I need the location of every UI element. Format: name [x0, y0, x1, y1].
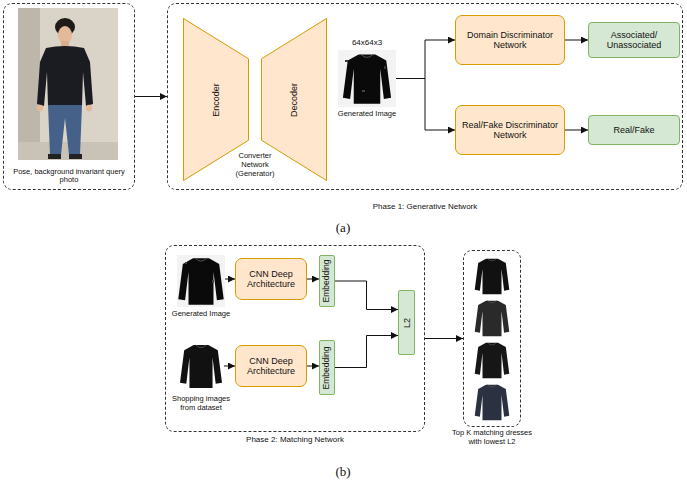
image-noise	[185, 262, 187, 264]
node-label: Real/Fake	[593, 125, 675, 135]
arrow-connector	[135, 96, 167, 97]
result-shirt	[475, 385, 510, 420]
generated-jacket	[343, 54, 391, 103]
node-label: Embedding	[322, 259, 332, 302]
image-noise	[212, 280, 214, 283]
caption-text: Phase 2: Matching Network	[185, 435, 405, 444]
discriminator-box: Real/Fake Discriminator Network	[455, 105, 565, 155]
embedding-bar: Embedding	[319, 255, 335, 307]
result-shirt	[475, 343, 510, 378]
generated-jacket	[178, 258, 223, 305]
person-sweater	[37, 46, 93, 106]
result-shirt	[475, 259, 510, 294]
generated-image-picture	[338, 50, 396, 107]
person-jeans	[48, 105, 82, 155]
image-noise	[384, 66, 386, 69]
person-shoe	[69, 154, 82, 159]
node-label: Decoder	[289, 82, 299, 116]
node-label: Real/Fake Discriminator Network	[460, 120, 560, 141]
caption-text: Phase 1: Generative Network	[315, 202, 535, 211]
discriminator-box: Domain Discriminator Network	[455, 15, 565, 65]
cnn-box: CNN Deep Architecture	[235, 345, 307, 387]
photo-background	[18, 8, 118, 160]
node-label: L2	[401, 317, 411, 327]
embedding-bar: Embedding	[319, 340, 335, 395]
phase-group: Phase 2: Matching NetworkGenerated Image…	[165, 245, 425, 432]
generated-image: 64x64x3Generated Image	[338, 50, 396, 107]
arrow-connector	[307, 366, 319, 367]
caption-text: Generated Image	[327, 110, 407, 119]
caption-text: 64x64x3	[327, 38, 407, 47]
arrow-connector	[224, 366, 235, 367]
caption-text: Generated Image	[170, 310, 232, 319]
arrow-connector	[565, 130, 588, 131]
person-shoe	[48, 154, 61, 159]
cnn-box: CNN Deep Architecture	[235, 258, 307, 300]
query-photo	[18, 8, 118, 160]
input-photo-frame: Pose, background invariant query photo	[3, 3, 135, 190]
node-label: Associated/ Unassociated	[593, 30, 675, 51]
shopping-shirt	[180, 345, 222, 388]
arrow-connector	[425, 338, 463, 339]
person-hand	[37, 105, 43, 111]
image-noise	[345, 60, 348, 62]
network-label: Converter Network (Generator)	[225, 151, 285, 178]
node-label: Domain Discriminator Network	[460, 30, 560, 51]
image-noise	[362, 90, 365, 92]
arrow-connector	[307, 279, 319, 280]
arrow-connector	[565, 40, 588, 41]
subfigure-label: (a)	[318, 220, 368, 236]
generated-image-picture	[177, 255, 225, 307]
arrow-connector	[335, 281, 398, 310]
generated-image: Generated Image	[177, 255, 225, 307]
subfigure-label: (b)	[318, 464, 368, 480]
results-group: Top K matching dresses with lowest L2	[463, 250, 521, 427]
l2-distance-bar: L2	[398, 290, 415, 355]
caption-text: Shopping images from dataset	[170, 395, 232, 412]
arrow-connector	[396, 40, 455, 79]
image-background	[177, 255, 225, 307]
output-box: Real/Fake	[588, 115, 680, 145]
result-shirt	[475, 301, 510, 336]
caption-text: Top K matching dresses with lowest L2	[446, 429, 538, 446]
node-label: Encoder	[211, 83, 221, 117]
shopping-image: Shopping images from dataset	[178, 340, 224, 392]
node-label: Embedding	[322, 346, 332, 389]
arrow-connector	[396, 79, 455, 131]
arrow-connector	[225, 279, 235, 280]
node-label: Pose, background invariant query photo	[8, 168, 130, 185]
output-box: Associated/ Unassociated	[588, 22, 680, 58]
node-label: CNN Deep Architecture	[240, 269, 302, 290]
person-hand	[86, 105, 92, 111]
image-background	[338, 50, 396, 107]
node-label: CNN Deep Architecture	[240, 356, 302, 377]
photo-wall-strip	[18, 8, 40, 160]
arrow-connector	[335, 336, 398, 368]
